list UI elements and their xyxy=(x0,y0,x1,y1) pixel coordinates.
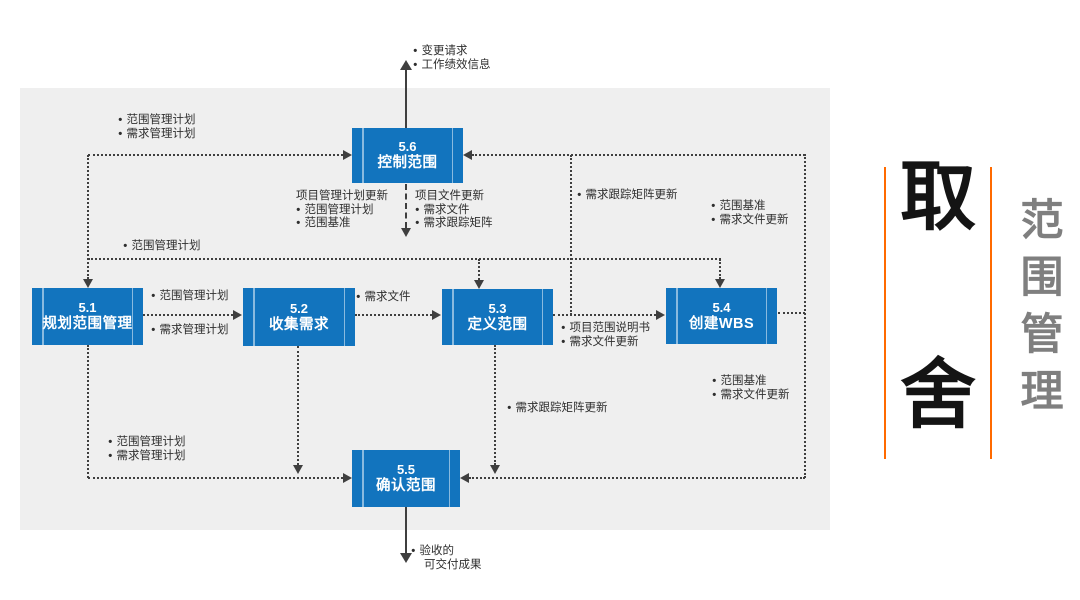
process-name: 定义范围 xyxy=(467,316,528,333)
connector-col-52-down xyxy=(297,346,299,465)
label-rtm-update-to-55: 需求跟踪矩阵更新 xyxy=(507,402,608,416)
connector-into-55-right xyxy=(469,477,805,479)
arrowhead-53-to-bottom-line xyxy=(490,465,500,474)
connector-54-to-right-rail xyxy=(778,312,805,314)
connector-53-to-54 xyxy=(553,314,656,316)
connector-col-51-upper xyxy=(87,155,89,279)
process-box-5-1: 5.1 规划范围管理 xyxy=(32,288,143,345)
label-accepted-deliverables: 验收的 可交付成果 xyxy=(411,545,482,572)
process-box-5-4: 5.4 创建WBS xyxy=(666,288,777,344)
process-name: 确认范围 xyxy=(376,478,436,494)
big-character-top: 取 xyxy=(900,155,976,240)
arrowhead-into-56-left xyxy=(343,150,352,160)
label-51-to-52-req-plan: 需求管理计划 xyxy=(151,324,229,338)
label-into-55-left: 范围管理计划 需求管理计划 xyxy=(108,436,186,463)
process-name: 收集需求 xyxy=(269,316,329,333)
big-character-bottom: 舍 xyxy=(900,353,976,438)
accent-line-right xyxy=(990,167,992,459)
label-rtm-update-to-56: 需求跟踪矩阵更新 xyxy=(577,189,678,203)
label-53-to-54-outputs: 项目范围说明书 需求文件更新 xyxy=(561,322,651,349)
connector-col-53-down xyxy=(494,345,496,465)
vertical-title-char: 理 xyxy=(1020,368,1064,416)
arrowhead-56-output-down xyxy=(401,228,411,237)
arrowhead-into-55-left xyxy=(343,473,352,483)
vertical-title-scope-management: 范 围 管 理 xyxy=(1016,193,1068,421)
vertical-title-char: 范 xyxy=(1020,197,1064,245)
process-name: 控制范围 xyxy=(377,155,438,171)
connector-51-to-52 xyxy=(143,314,233,316)
connector-drop-to-54 xyxy=(719,259,721,279)
process-number: 5.5 xyxy=(396,462,416,477)
arrowhead-into-54-top xyxy=(715,279,725,288)
arrowhead-into-53-top xyxy=(474,280,484,289)
connector-scope-plan-line xyxy=(88,258,721,260)
label-into-56-left: 范围管理计划 需求管理计划 xyxy=(118,114,196,141)
connector-right-rail xyxy=(804,154,806,478)
process-name: 规划范围管理 xyxy=(42,316,133,332)
connector-52-to-53 xyxy=(355,314,432,316)
label-52-to-53-req-docs: 需求文件 xyxy=(356,291,411,305)
process-box-5-3: 5.3 定义范围 xyxy=(442,289,553,345)
arrowhead-52-to-bottom-line xyxy=(293,465,303,474)
connector-into-56-left xyxy=(88,154,343,156)
process-box-5-6: 5.6 控制范围 xyxy=(352,128,463,183)
arrowhead-into-56-right xyxy=(463,150,472,160)
process-number: 5.6 xyxy=(398,139,417,154)
vertical-title-char: 管 xyxy=(1020,311,1064,359)
vertical-title-char: 围 xyxy=(1020,254,1064,302)
arrowhead-56-up xyxy=(400,60,412,70)
label-proj-doc-update: 项目文件更新 需求文件 需求跟踪矩阵 xyxy=(415,190,493,231)
arrowhead-into-53-left xyxy=(432,310,441,320)
connector-drop-to-53 xyxy=(478,259,480,280)
accent-line-left xyxy=(884,167,886,459)
arrowhead-into-54-left xyxy=(656,310,665,320)
label-pm-plan-update: 项目管理计划更新 范围管理计划 范围基准 xyxy=(296,190,388,231)
connector-56-output-down xyxy=(405,184,407,228)
connector-55-down-solid xyxy=(405,507,407,553)
label-baseline-into-55: 范围基准 需求文件更新 xyxy=(712,375,790,402)
label-51-to-52-scope-plan: 范围管理计划 xyxy=(151,290,229,304)
arrowhead-into-52-left xyxy=(233,310,242,320)
label-change-requests: 变更请求 工作绩效信息 xyxy=(413,45,491,72)
arrowhead-55-down xyxy=(400,553,412,563)
label-baseline-into-56: 范围基准 需求文件更新 xyxy=(711,200,789,227)
process-number: 5.4 xyxy=(712,299,731,315)
process-number: 5.3 xyxy=(488,300,507,316)
process-number: 5.1 xyxy=(78,300,97,315)
process-box-5-2: 5.2 收集需求 xyxy=(243,288,355,346)
label-scope-mgmt-plan: 范围管理计划 xyxy=(123,240,201,254)
process-number: 5.2 xyxy=(289,300,309,316)
connector-56-up-solid xyxy=(405,70,407,128)
arrowhead-into-51-top xyxy=(83,279,93,288)
connector-into-56-right xyxy=(472,154,805,156)
connector-rtm-branch xyxy=(570,155,572,315)
connector-into-55-left xyxy=(88,477,343,479)
process-name: 创建WBS xyxy=(688,315,755,332)
connector-col-51-lower xyxy=(87,345,89,478)
arrowhead-into-55-right xyxy=(460,473,469,483)
process-box-5-5: 5.5 确认范围 xyxy=(352,450,460,507)
